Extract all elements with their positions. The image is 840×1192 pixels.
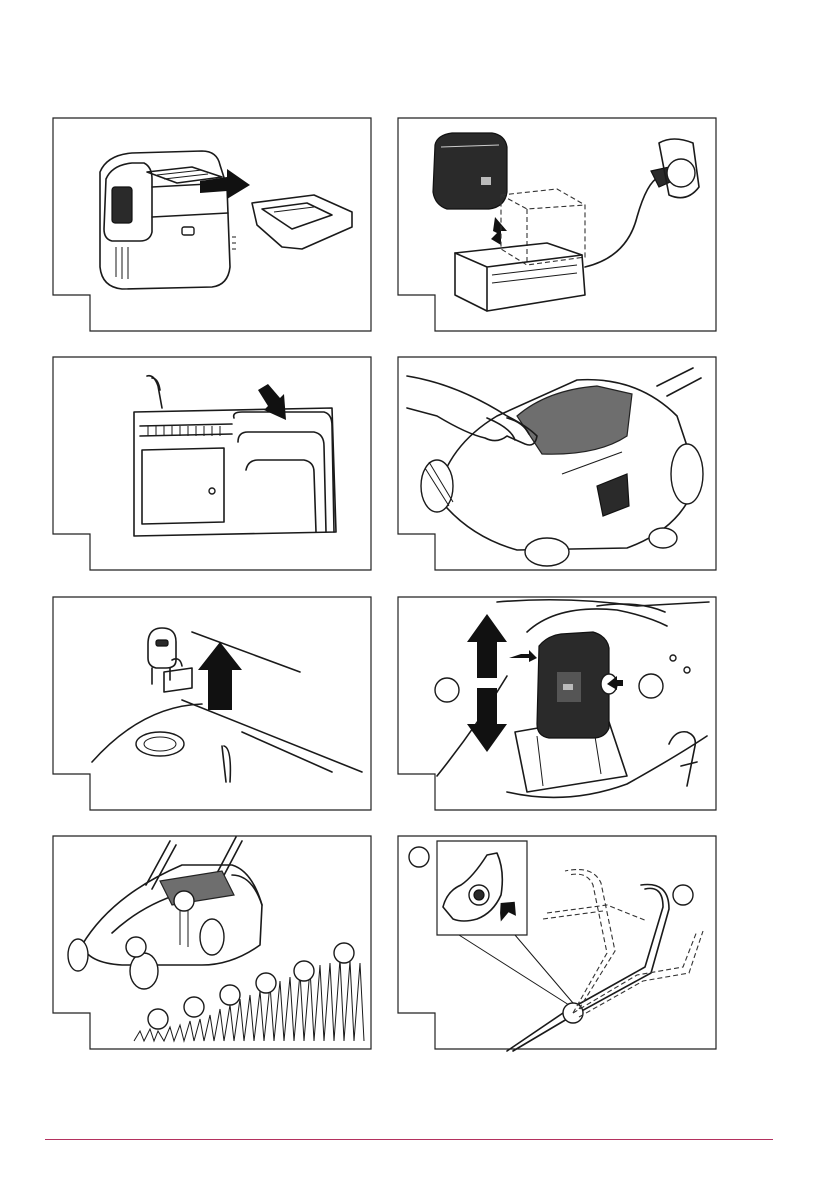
figure-charger-release xyxy=(52,356,372,571)
figure-battery-cover-removal xyxy=(52,117,372,332)
figure-battery-charging xyxy=(397,117,717,332)
handle-folding-illustration xyxy=(397,835,717,1050)
footer-rule xyxy=(45,1139,773,1140)
figure-battery-cover-open xyxy=(397,356,717,571)
cutting-height-illustration xyxy=(52,835,372,1050)
charging-illustration xyxy=(397,117,717,332)
callout-circle xyxy=(435,678,459,702)
figure-cutting-height xyxy=(52,835,372,1050)
callout-circle xyxy=(174,891,194,911)
battery-insert-illustration xyxy=(397,596,717,811)
callout-circle xyxy=(673,885,693,905)
figure-safety-key xyxy=(52,596,372,811)
safety-key-illustration xyxy=(52,596,372,811)
figure-battery-insert-remove xyxy=(397,596,717,811)
mower-cover-illustration xyxy=(397,356,717,571)
callout-circle xyxy=(126,937,146,957)
figure-handle-folding xyxy=(397,835,717,1050)
charger-release-illustration xyxy=(52,356,372,571)
battery-icon xyxy=(433,133,507,209)
callout-circle xyxy=(639,674,663,698)
battery-cover-illustration xyxy=(52,117,372,332)
callout-circle xyxy=(409,847,429,867)
